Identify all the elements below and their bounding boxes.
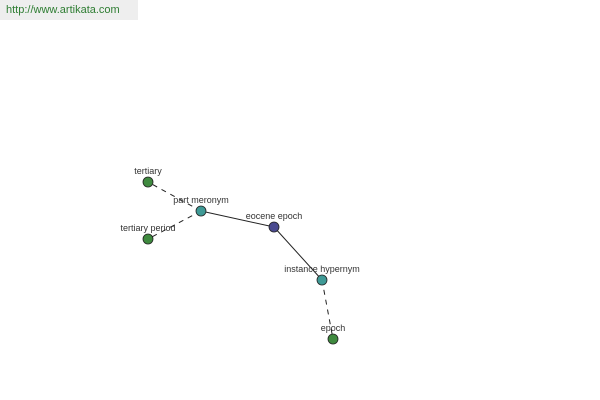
node-label: part meronym bbox=[173, 195, 229, 205]
node-marker[interactable] bbox=[142, 176, 154, 188]
node-marker[interactable] bbox=[195, 205, 207, 217]
node-label: tertiary period bbox=[120, 223, 175, 233]
source-url[interactable]: http://www.artikata.com bbox=[0, 0, 138, 20]
node-epoch[interactable]: epoch bbox=[321, 323, 346, 345]
node-label: eocene epoch bbox=[246, 211, 303, 221]
edge-part-tertiary bbox=[147, 181, 202, 212]
node-label: instance hypernym bbox=[284, 264, 360, 274]
edge-eocene-part bbox=[200, 210, 275, 228]
node-eocene[interactable]: eocene epoch bbox=[246, 211, 303, 233]
node-label: epoch bbox=[321, 323, 346, 333]
graph-edges bbox=[147, 181, 334, 340]
node-marker[interactable] bbox=[142, 233, 154, 245]
node-tertiary-period[interactable]: tertiary period bbox=[120, 223, 176, 245]
node-tertiary[interactable]: tertiary bbox=[134, 166, 162, 188]
node-marker[interactable] bbox=[316, 274, 328, 286]
node-instance[interactable]: instance hypernym bbox=[284, 264, 360, 286]
edge-eocene-instance bbox=[273, 226, 323, 281]
edge-instance-epoch bbox=[321, 279, 334, 340]
node-label: tertiary bbox=[134, 166, 162, 176]
node-marker[interactable] bbox=[268, 221, 280, 233]
node-part[interactable]: part meronym bbox=[173, 195, 229, 217]
graph-nodes: eocene epoch part meronym instance hyperny… bbox=[120, 166, 360, 345]
node-marker[interactable] bbox=[327, 333, 339, 345]
